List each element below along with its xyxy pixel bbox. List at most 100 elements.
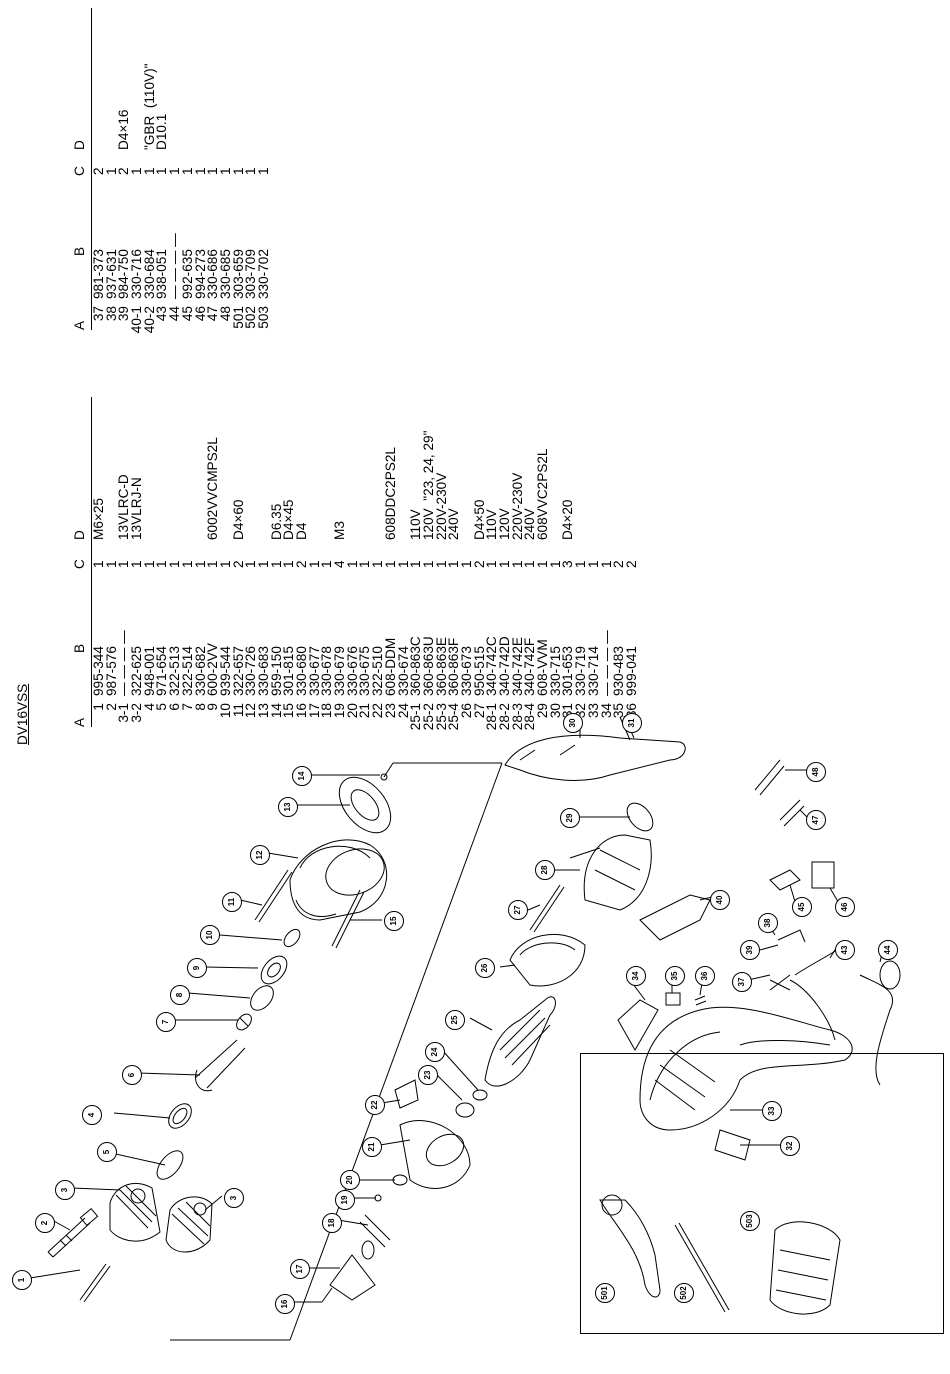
callout-label: 6 [127,1072,136,1078]
callout-label: 1 [17,1277,26,1283]
callout-label: 8 [175,992,184,998]
callout-18: 18 [322,1213,342,1233]
callout-label: 28 [540,865,549,875]
callout-34: 34 [626,966,646,986]
callout-17: 17 [290,1259,310,1279]
callout-9: 9 [187,958,207,978]
callout-19: 19 [335,1190,355,1210]
callout-label: 19 [340,1195,349,1205]
callout-label: 502 [679,1286,688,1300]
callout-15: 15 [384,911,404,931]
callout-14: 14 [292,766,312,786]
callout-label: 36 [700,971,709,981]
callout-label: 37 [737,977,746,987]
callout-label: 30 [568,718,577,728]
callout-3: 3 [55,1180,75,1200]
callout-label: 10 [205,930,214,940]
callout-label: 43 [840,945,849,955]
callout-label: 3 [60,1187,69,1193]
callout-30: 30 [563,713,583,733]
callout-11: 11 [222,892,242,912]
callout-leaders [29,719,885,1303]
callout-label: 5 [102,1149,111,1155]
callout-48: 48 [806,762,826,782]
callout-10: 10 [200,925,220,945]
callout-label: 25 [450,1015,459,1025]
callout-12: 12 [250,845,270,865]
callout-label: 26 [480,963,489,973]
callout-20: 20 [340,1170,360,1190]
callout-label: 34 [631,971,640,981]
callout-501: 501 [595,1283,615,1303]
callout-label: 38 [763,918,772,928]
callout-label: 22 [370,1100,379,1110]
callout-6: 6 [122,1065,142,1085]
callout-label: 9 [192,965,201,971]
armature-drawing [484,996,556,1087]
callout-7: 7 [156,1012,176,1032]
callout-32: 32 [780,1136,800,1156]
callout-36: 36 [695,966,715,986]
callout-4: 4 [82,1105,102,1125]
callout-label: 12 [255,850,264,860]
callout-label: 21 [367,1142,376,1152]
label-plate-drawing [714,1129,751,1161]
callout-5: 5 [97,1142,117,1162]
callout-2: 2 [35,1213,55,1233]
callout-label: 16 [280,1299,289,1309]
callout-label: 4 [87,1112,96,1118]
callout-label: 46 [840,902,849,912]
callout-label: 29 [565,813,574,823]
callout-label: 14 [297,771,306,781]
accessory-drawings [599,1194,841,1315]
fan-drawing [509,933,586,987]
callout-24: 24 [425,1042,445,1062]
callout-label: 18 [327,1218,336,1228]
accessory-box-frame [580,1053,944,1334]
callout-25: 25 [445,1010,465,1030]
callout-label: 47 [811,815,820,825]
callout-16: 16 [275,1294,295,1314]
callout-label: 31 [627,718,636,728]
callout-27: 27 [508,900,528,920]
lower-assembly-drawing [321,1079,488,1303]
callout-label: 3 [229,1195,238,1201]
handle-drawing [639,1006,853,1131]
callout-35: 35 [665,966,685,986]
callout-1: 1 [12,1270,32,1290]
callout-label: 39 [745,945,754,955]
callout-43: 43 [835,940,855,960]
callout-label: 24 [430,1047,439,1057]
callout-13: 13 [278,797,298,817]
callout-label: 20 [345,1175,354,1185]
callout-label: 44 [883,945,892,955]
callout-26: 26 [475,958,495,978]
callout-22: 22 [365,1095,385,1115]
callout-8: 8 [170,985,190,1005]
callout-29: 29 [560,808,580,828]
callout-label: 15 [389,916,398,926]
callout-label: 33 [767,1106,776,1116]
callout-label: 7 [161,1019,170,1025]
callout-label: 503 [745,1214,754,1228]
callout-503: 503 [740,1211,760,1231]
callout-40: 40 [710,890,730,910]
callout-label: 35 [670,971,679,981]
callout-38: 38 [758,913,778,933]
chuck-drawing [109,1183,213,1253]
callout-label: 23 [423,1070,432,1080]
callout-label: 13 [283,802,292,812]
callout-label: 32 [785,1141,794,1151]
callout-37: 37 [732,972,752,992]
chuck-key-drawing [47,1207,99,1258]
callout-label: 11 [227,897,236,907]
nameplate-drawing [617,999,659,1052]
stator-drawing [569,834,652,911]
callout-3: 3 [224,1188,244,1208]
callout-39: 39 [740,940,760,960]
callout-502: 502 [674,1283,694,1303]
callout-label: 40 [715,895,724,905]
callout-21: 21 [362,1137,382,1157]
callout-label: 48 [811,767,820,777]
